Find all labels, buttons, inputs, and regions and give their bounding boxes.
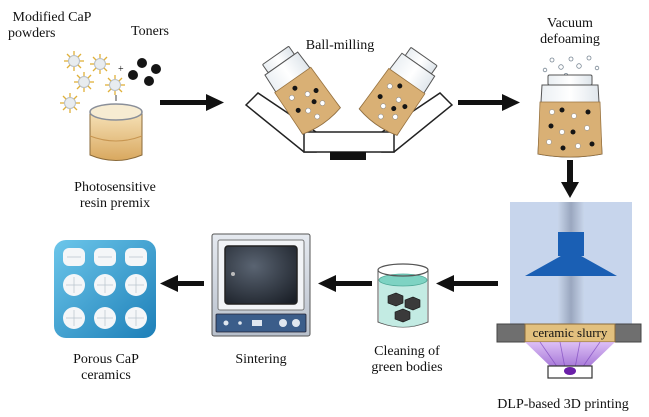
resin-premix-beaker — [89, 95, 143, 161]
label-toners: Toners — [131, 24, 169, 39]
label-modified-cap-powders: Modified CaP powders — [2, 10, 102, 42]
label-cleaning-green-bodies: Cleaning of green bodies — [362, 344, 452, 376]
cap-particle — [105, 75, 125, 95]
label-line: green bodies — [371, 360, 443, 375]
milling-jar-left — [262, 46, 341, 135]
ceramic-samples — [63, 248, 147, 329]
label-dlp-printing: DLP-based 3D printing — [497, 397, 629, 412]
cap-particle — [60, 93, 80, 113]
dlp-printer — [496, 202, 642, 379]
label-ceramic-slurry: ceramic slurry — [532, 325, 608, 340]
label-sintering: Sintering — [235, 352, 287, 367]
toner-particles — [128, 58, 161, 86]
label-line: defoaming — [540, 32, 600, 47]
label-line: Porous CaP — [73, 352, 139, 367]
label-vacuum-defoaming: Vacuum defoaming — [520, 16, 620, 48]
porous-ceramics-tile — [54, 240, 156, 338]
cap-particle — [64, 51, 84, 71]
ball-milling-machine — [244, 46, 454, 160]
label-porous-cap-ceramics: Porous CaP ceramics — [58, 352, 154, 384]
toner-particle — [151, 64, 161, 74]
cap-particle — [90, 54, 110, 74]
plus-sign: + — [118, 64, 124, 75]
label-line: Photosensitive — [74, 180, 156, 195]
arrow-to-porous-ceramics — [160, 275, 204, 292]
cap-particles — [60, 51, 125, 113]
arrow-to-cleaning — [436, 275, 498, 292]
cap-particle — [74, 72, 94, 92]
arrow-to-sintering — [318, 275, 372, 292]
label-line: ceramics — [81, 368, 131, 383]
arrow-to-ball-milling — [160, 94, 224, 111]
label-photosensitive-resin-premix: Photosensitive resin premix — [60, 180, 170, 212]
label-line: resin premix — [79, 196, 151, 211]
label-ball-milling: Ball-milling — [305, 38, 375, 53]
milling-jar-right — [358, 47, 438, 136]
cleaning-beaker — [377, 263, 429, 328]
toner-particle — [128, 70, 138, 80]
label-line: Vacuum — [547, 16, 593, 31]
label-line: Modified CaP — [12, 10, 92, 25]
toner-particle — [144, 76, 154, 86]
sintering-furnace — [211, 233, 311, 337]
arrow-to-dlp-printing — [561, 160, 579, 198]
label-line: powders — [8, 26, 56, 41]
toner-particle — [137, 58, 147, 68]
label-line: Cleaning of — [374, 344, 440, 359]
arrow-to-vacuum-defoaming — [458, 94, 520, 111]
vacuum-defoaming-jar — [537, 55, 603, 158]
